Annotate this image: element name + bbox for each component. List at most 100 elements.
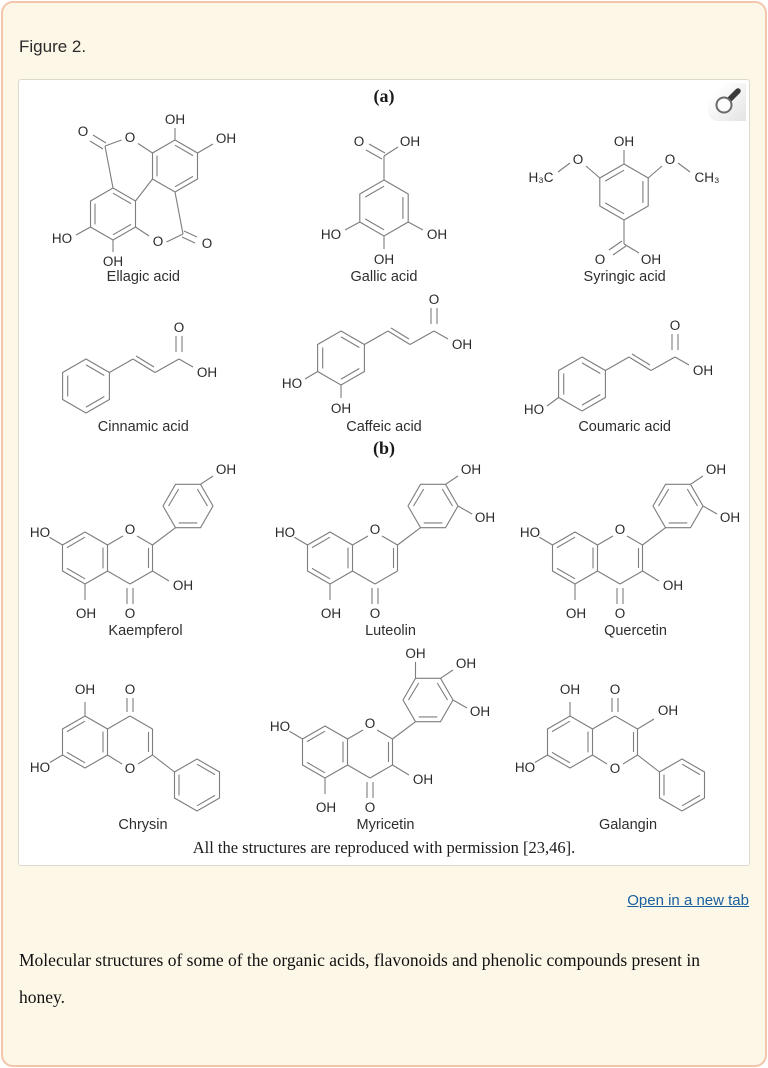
atom-label: HO [321,227,341,242]
gallic-structure: O OH HO OH OH [319,132,449,268]
atom-label: OH [566,606,586,621]
figure-panel: (a) [18,79,750,866]
atom-label: CH₃ [695,170,720,185]
atom-label: OH [658,703,678,718]
atom-label: OH [413,772,433,787]
molecule-cinnamic: O OH Cinnamic acid [31,316,256,438]
molecule-coumaric: O OH HO Coumaric acid [507,314,742,438]
structures-row-1: OH OH O O HO OH O O Ellagic acid [23,108,745,288]
atom-label: O [370,522,381,537]
cinnamic-structure: O OH [61,318,219,414]
atom-label: O [125,522,136,537]
atom-label: O [615,522,626,537]
myricetin-structure: HO O OH OH O OH OH OH [268,644,492,816]
atom-label: OH [173,578,193,593]
magnifier-icon [715,88,741,114]
atom-label: OH [331,401,351,416]
zoom-figure-button[interactable] [708,83,746,121]
atom-label: OH [216,462,236,477]
atom-label: OH [720,510,740,525]
molecule-syringic: OH O H₃C O CH₃ O OH Syringic acid [512,130,737,288]
atom-label: OH [197,365,217,380]
atom-label: OH [165,112,185,127]
atom-label: O [573,152,584,167]
atom-label: OH [475,510,495,525]
caption-line-2: honey. [19,986,66,1007]
atom-label: O [125,130,136,145]
molecule-name: Luteolin [365,623,416,639]
molecule-luteolin: HO O OH O OH OH Luteolin [268,460,513,642]
luteolin-structure: HO O OH O OH OH [273,460,497,622]
molecule-name: Myricetin [356,817,415,833]
atom-label: OH [461,462,481,477]
section-a-label: (a) [373,86,395,106]
atom-label: O [665,152,676,167]
atom-label: OH [456,656,476,671]
atom-label: O [153,234,164,249]
atom-label: OH [641,252,661,267]
figure-caption: Molecular structures of some of the orga… [19,942,749,1016]
atom-label: OH [75,682,95,697]
molecule-name: Kaempferol [108,623,183,639]
molecule-name: Chrysin [118,817,168,833]
atom-label: O [610,682,621,697]
atom-label: OH [560,682,580,697]
atom-label: O [670,318,681,333]
atom-label: HO [30,760,50,775]
atom-label: OH [374,252,394,267]
open-in-new-tab-link[interactable]: Open in a new tab [627,892,749,909]
atom-label: HO [275,525,295,540]
atom-label: O [125,682,136,697]
molecule-name: Gallic acid [350,269,418,285]
chrysin-structure: OH O HO O [28,680,221,812]
molecule-gallic: O OH HO OH OH Gallic acid [299,130,469,288]
atom-label: OH [400,134,420,149]
atom-label: HO [520,525,540,540]
molecule-kaempferol: HO O OH OH O OH Kaempferol [23,460,268,642]
atom-label: O [174,320,185,335]
atom-label: O [615,606,626,621]
section-b-label: (b) [373,438,395,458]
atom-label: O [365,800,376,815]
atom-label: OH [103,254,123,268]
molecule-ellagic: OH OH O O HO OH O O Ellagic acid [33,108,253,288]
atom-label: H₃C [529,170,554,185]
molecule-name: Ellagic acid [106,269,180,285]
atom-label: O [365,716,376,731]
atom-label: OH [76,606,96,621]
figure-actions: Open in a new tab [19,892,749,910]
kaempferol-structure: HO O OH OH O OH [28,460,238,622]
figure-title: Figure 2. [19,37,87,56]
caption-line-1: Molecular structures of some of the orga… [19,950,701,970]
atom-label: O [610,761,621,776]
atom-label: OH [693,363,713,378]
molecule-name: Caffeic acid [346,419,422,435]
molecule-name: Cinnamic acid [97,419,189,435]
molecule-caffeic: O OH HO OH Caffeic acid [269,288,499,438]
structures-row-3: HO O OH OH O OH Kaempferol [23,460,745,642]
permission-note: All the structures are reproduced with p… [192,838,576,857]
syringic-structure: OH O H₃C O CH₃ O OH [527,132,722,268]
atom-label: OH [706,462,726,477]
atom-label: OH [452,337,472,352]
atom-label: O [429,292,440,307]
molecule-name: Quercetin [604,623,667,639]
atom-label: HO [270,719,290,734]
atom-label: HO [515,760,535,775]
atom-label: HO [282,376,302,391]
atom-label: OH [663,578,683,593]
molecule-name: Coumaric acid [578,419,671,435]
atom-label: OH [316,800,336,815]
galangin-structure: OH O OH HO O [513,680,706,812]
atom-label: HO [30,525,50,540]
molecule-name: Syringic acid [583,269,666,285]
atom-label: O [78,124,89,139]
coumaric-structure: O OH HO [522,316,715,418]
molecule-name: Galangin [598,817,658,833]
molecule-chrysin: OH O HO O Chrysin [23,678,263,836]
molecule-myricetin: HO O OH OH O OH OH OH Myricetin [263,642,508,836]
atom-label: HO [52,231,72,246]
atom-label: O [354,134,365,149]
ellagic-structure: OH OH O O HO OH O O [50,110,238,268]
